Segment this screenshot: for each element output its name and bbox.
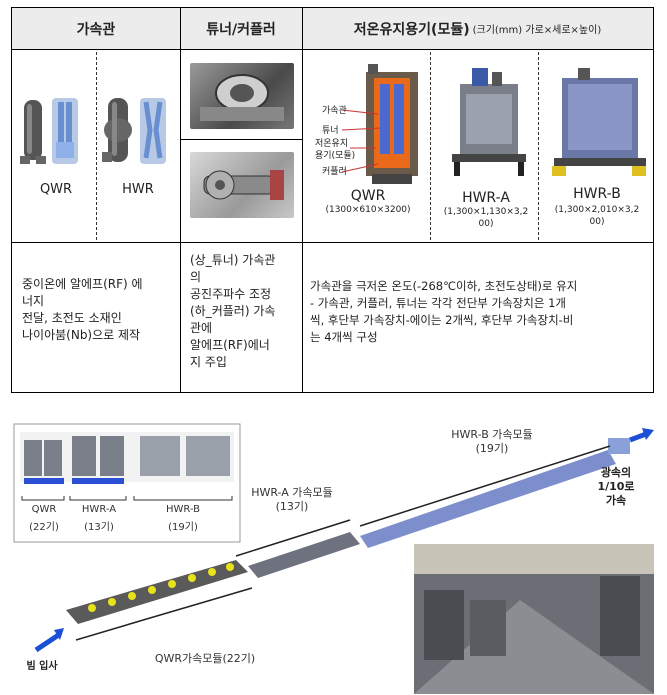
qwr-segment <box>66 560 248 624</box>
header-cryo-title: 저온유지용기(모듈) <box>353 21 470 38</box>
inset-label-cavity: 가속관 <box>322 106 347 116</box>
inset-hwra-name: HWR-A <box>81 504 117 515</box>
module-qwr-name: QWR <box>350 188 386 204</box>
module-qwr-size: (1300×610×3200) <box>325 205 411 215</box>
beam-in-arrow <box>34 628 64 653</box>
inset-label-coupler: 커플러 <box>322 167 347 177</box>
hwra-segment <box>248 532 360 578</box>
qwr-cavity-label: QWR <box>39 182 73 197</box>
inset-qwr-name: QWR <box>31 504 57 515</box>
linac-diagram <box>13 423 654 694</box>
beam-in-label: 빔 입사 <box>26 661 58 672</box>
hwrb-segment <box>360 450 616 548</box>
module-hwrb-size: (1,300×2,010×3,2 00) <box>554 205 640 227</box>
module-hwra-name: HWR-A <box>462 190 510 206</box>
speed-label: 광속의 1/10로 가속 <box>597 466 635 507</box>
qwr-module-cutaway <box>341 64 418 184</box>
inset-label-tuner: 튜너 <box>322 126 339 136</box>
inset-label-cryostat: 저온유지 용기(모듈) <box>315 139 356 161</box>
component-table: 가속관 튜너/커플러 저온유지용기(모듈) (크기(mm) 가로×세로×높이) <box>11 7 654 393</box>
inset-hwrb-count: (19기) <box>168 522 198 533</box>
hwr-cavity-label: HWR <box>122 182 154 197</box>
hwr-b-module-image <box>552 68 646 176</box>
inset-qwr-count: (22기) <box>29 522 59 533</box>
hwr-cavity-icon <box>102 98 166 164</box>
cavity-description: 중이온에 알에프(RF) 에 너지 전달, 초전도 소재인 나이아붐(Nb)으로… <box>22 277 143 342</box>
beam-out-arrow <box>629 428 654 443</box>
cavity-dash-divider <box>96 52 97 240</box>
row-divider <box>12 242 653 243</box>
cryo-description: 가속관을 극저온 온도(-268℃이하, 초전도상태)로 유지 - 가속관, 커… <box>310 279 578 344</box>
hwr-a-module-image <box>452 68 526 176</box>
cryo-dash-divider-2 <box>538 52 539 240</box>
tuner-description: (상_튜너) 가속관 의 공진주파수 조정 (하_커플러) 가속 관에 알에프(… <box>190 253 276 369</box>
header-cryo-note: (크기(mm) 가로×세로×높이) <box>472 25 602 36</box>
module-hwrb-name: HWR-B <box>573 186 621 202</box>
header-cavity: 가속관 <box>12 8 180 50</box>
hwra-module-label: HWR-A 가속모듈 (13기) <box>251 486 333 513</box>
qwr-module-label: QWR가속모듈(22기) <box>154 652 256 665</box>
qwr-cavity-icon <box>20 98 78 164</box>
cavity-illustrations <box>20 98 166 164</box>
qwr-brace <box>75 587 253 641</box>
inset-hwra-count: (13기) <box>84 522 114 533</box>
tuner-photo-divider <box>180 139 302 140</box>
col-divider-1 <box>180 8 181 392</box>
tuner-photo <box>190 63 294 129</box>
coupler-photo <box>190 152 294 218</box>
header-cryo: 저온유지용기(모듈) (크기(mm) 가로×세로×높이) <box>302 8 653 50</box>
hwra-brace <box>235 519 351 557</box>
module-hwra-size: (1,300×1,130×3,2 00) <box>443 207 529 229</box>
inset-hwrb-name: HWR-B <box>165 504 201 515</box>
hwrb-brace <box>359 445 611 527</box>
col-divider-2 <box>302 8 303 392</box>
hwrb-module-label: HWR-B 가속모듈 (19기) <box>451 428 533 455</box>
end-module <box>608 438 630 454</box>
cryo-dash-divider-1 <box>430 52 431 240</box>
header-tuner: 튜너/커플러 <box>180 8 302 50</box>
